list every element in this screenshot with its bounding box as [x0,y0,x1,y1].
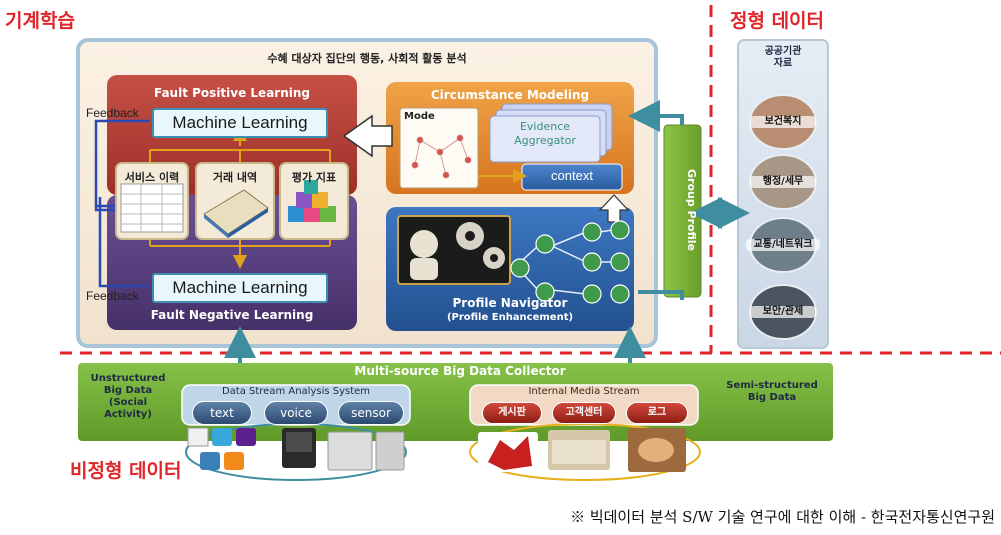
voice-pill: voice [264,401,328,425]
yahoo-icon [236,428,256,446]
service-history-label: 서비스 이력 [124,171,180,184]
spreadsheet-icon [120,183,184,233]
navigator-nodes [510,220,630,304]
mode-label: Mode [404,111,435,122]
customer-center-pill: 고객센터 [552,402,616,424]
public-data-title: 공공기관 자료 [764,46,802,69]
evidence-aggregator-label: Evidence Aggregator [514,120,576,147]
cubes-icon [288,180,336,222]
wordpress-icon [200,452,220,470]
feedback-label-top: Feedback [86,106,139,120]
board-pill: 게시판 [482,402,542,424]
mode-graph [411,134,472,179]
collector-title: Multi-source Big Data Collector [354,364,566,378]
ledger-icon [203,189,269,238]
ml-box-bottom: Machine Learning [152,273,328,303]
social-icons [187,427,256,470]
fault-positive-title: Fault Positive Learning [153,86,311,100]
context-to-ml-arrow [342,114,393,158]
machine-learning-section-label: 기계학습 [5,10,75,32]
transactions-label: 거래 내역 [212,171,258,184]
media-thumbs [478,428,686,472]
feedback-loop-bottom [98,197,150,288]
source-caption: ※ 빅데이터 분석 S/W 기술 연구에 대한 이해 - 한국전자통신연구원 [570,508,995,526]
circumstance-title: Circumstance Modeling [430,88,590,102]
structured-data-section-label: 정형 데이터 [730,10,825,32]
media-stream-title: Internal Media Stream [528,386,640,397]
unstructured-data-section-label: 비정형 데이터 [70,460,182,482]
twitter-icon [212,428,232,446]
public-data-item-admin: 행정/세무 [750,176,816,188]
text-pill: text [192,401,252,425]
log-pill: 로그 [626,402,688,424]
feedback-label-bottom: Feedback [86,289,139,303]
evidence-aggregator [489,115,601,163]
group-profile-label: Group Profile [685,169,698,251]
context-label: context [551,168,593,183]
fault-negative-title: Fault Negative Learning [150,308,314,322]
public-data-item-security: 보안/관제 [750,306,816,318]
evaluation-label: 평가 지표 [291,171,337,184]
data-stream-title: Data Stream Analysis System [221,386,371,397]
public-data-item-traffic: 교통/네트워크 [746,239,820,251]
sensor-pill: sensor [338,401,404,425]
rss-icon [224,452,244,470]
public-data-item-health: 보건복지 [750,116,816,128]
unstructured-big-data-label: Unstructured Big Data (Social Activity) [90,373,166,420]
navigator-to-context-arrow [598,194,630,223]
internal-flow [149,127,331,269]
semi-structured-big-data-label: Semi-structured Big Data [726,380,818,403]
teal-connectors [224,100,750,363]
ml-box-top: Machine Learning [152,108,328,138]
device-thumbs [282,428,405,471]
profile-navigator-title: Profile Navigator [452,296,568,310]
profile-navigator-subtitle: (Profile Enhancement) [446,312,574,323]
analysis-title: 수혜 대상자 집단의 행동, 사회적 활동 분석 [267,52,467,65]
mode-diagram [399,107,479,189]
